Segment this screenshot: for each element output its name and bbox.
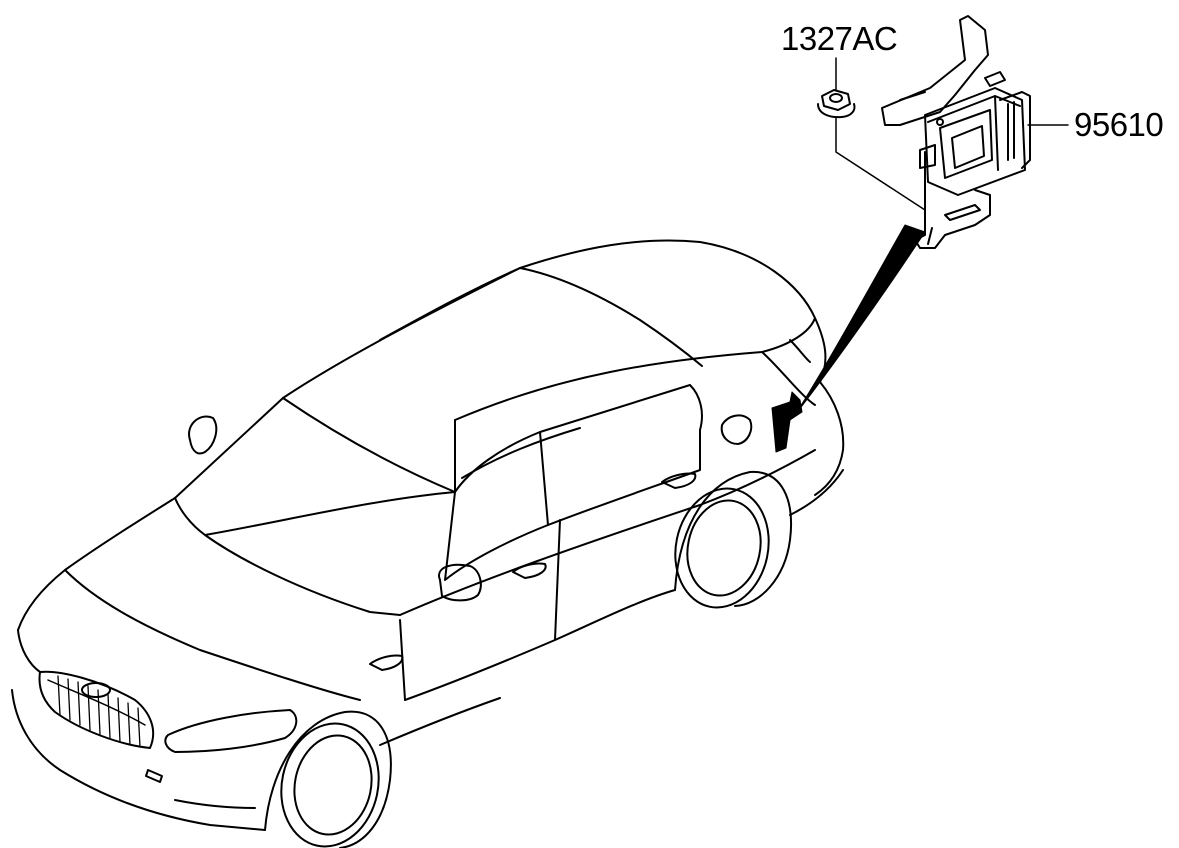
flange-nut-icon — [817, 89, 856, 119]
control-module-icon — [881, 15, 1031, 249]
location-pointer — [794, 224, 926, 416]
sedan-car-icon — [11, 239, 845, 848]
module-location-marker — [771, 391, 803, 453]
part-number-label-1327ac: 1327AC — [781, 20, 898, 57]
leader-line-nut-to-bracket — [835, 117, 926, 211]
part-number-label-95610: 95610 — [1074, 106, 1164, 143]
